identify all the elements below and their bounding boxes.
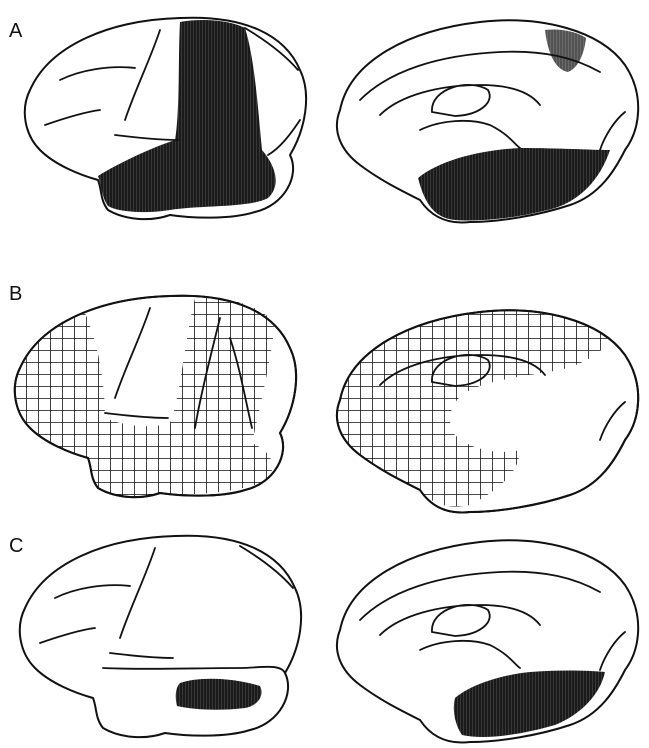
panel-a-lateral-view <box>25 18 306 219</box>
panel-a-medial-view <box>337 20 638 222</box>
panel-b-lateral-view <box>15 296 296 497</box>
panel-c: C <box>9 535 638 743</box>
panel-a-label: A <box>9 20 23 42</box>
panel-c-lateral-view <box>20 536 301 737</box>
panel-b-medial-view <box>337 310 638 512</box>
panel-b-label: B <box>9 283 22 305</box>
panel-a: A <box>9 18 638 223</box>
panel-c-lateral-lesion <box>176 679 262 710</box>
panel-c-label: C <box>9 535 23 557</box>
panel-c-medial-view <box>337 540 638 742</box>
panel-b: B <box>9 283 638 513</box>
